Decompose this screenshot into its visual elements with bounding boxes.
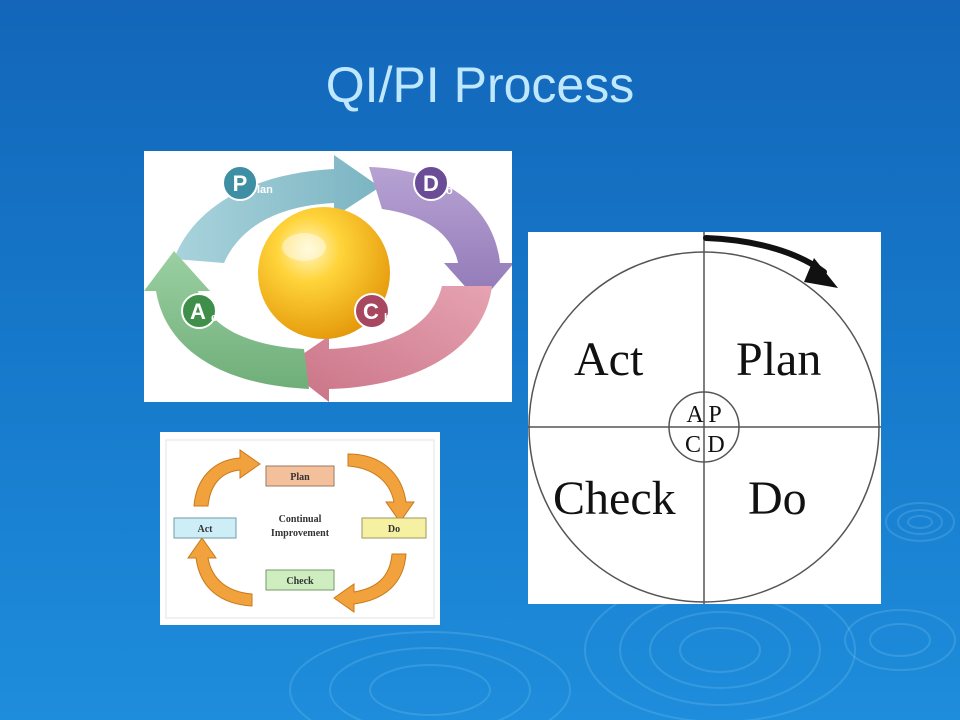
do-box [361,517,427,539]
plan-arrow [174,155,380,263]
act-badge-initial: A [190,299,206,324]
slide-title: QI/PI Process [325,57,635,113]
act-badge-rest: ct [211,312,221,324]
continual-improvement-graphic: Plan Act Do Check Continual Improvement [160,432,440,625]
quadrant-do-label: Do [748,472,807,525]
pdca-quadrant-image: Act Plan Check Do A P C D [528,232,881,604]
do-box-label: Do [388,524,400,535]
check-badge-initial: C [363,299,379,324]
act-arrow [144,251,309,389]
act-box-label: Act [198,524,214,535]
continual-improvement-image: Plan Act Do Check Continual Improvement [160,432,440,625]
quadrant-plan-label: Plan [736,333,821,386]
check-badge: C heck [354,293,410,329]
center-p: P [708,402,721,428]
pdca-wheel-graphic: P lan D o C heck A ct [144,151,512,402]
plan-badge-initial: P [233,171,248,196]
plan-badge: P lan [222,165,273,201]
check-box [265,569,335,591]
do-badge-initial: D [423,171,439,196]
quadrant-act-label: Act [574,333,644,386]
check-badge-rest: heck [384,312,410,324]
act-badge: A ct [181,293,221,329]
center-label-line1: Continual [279,514,322,525]
center-label-line2: Improvement [271,528,330,539]
do-badge: D o [413,165,453,201]
act-box [173,517,237,539]
center-d: D [707,432,724,458]
check-arrow [284,286,492,402]
arrow-bottom-right [333,553,407,613]
quadrant-check-label: Check [553,472,676,525]
pdca-quadrant-graphic: Act Plan Check Do A P C D [528,232,881,604]
arrow-top-left [193,449,261,507]
do-badge-rest: o [446,185,453,197]
plan-box-label: Plan [290,472,310,483]
center-a: A [686,402,704,428]
center-c: C [685,432,701,458]
rotation-arrowhead [804,258,838,288]
pdca-wheel-image: P lan D o C heck A ct [144,151,512,402]
check-box-label: Check [286,576,314,587]
plan-badge-rest: lan [257,184,273,196]
do-arrow [369,167,512,303]
plan-box [265,465,335,487]
